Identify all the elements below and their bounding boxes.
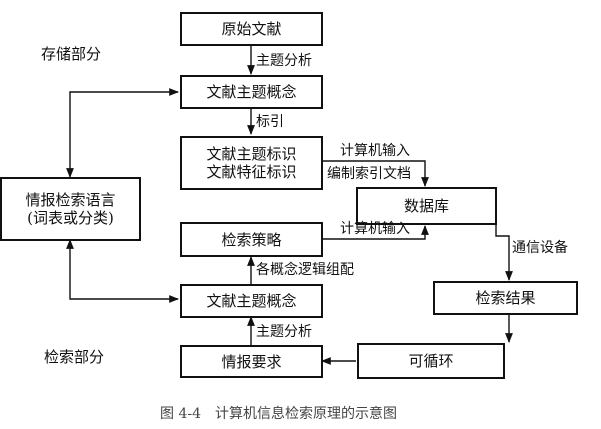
node-literature-subject-concept-bottom: 文献主题概念 <box>180 284 323 318</box>
node-literature-subject-concept-top: 文献主题概念 <box>180 75 323 109</box>
node-search-strategy-text: 检索策略 <box>221 230 282 249</box>
region-label-retrieval-part: 检索部分 <box>44 348 105 366</box>
node-information-request-text: 情报要求 <box>221 352 282 371</box>
node-literature-subject-mark-text: 文献主题标识 <box>206 145 297 163</box>
edge-label-concept-logic-combination: 各概念逻辑组配 <box>256 262 354 278</box>
node-info-retrieval-language-lines: 情报检索语言 (词表或分类) <box>25 191 115 227</box>
edge-label-subject-analysis-bottom: 主题分析 <box>256 324 312 340</box>
node-literature-marks: 文献主题标识 文献特征标识 <box>180 136 323 190</box>
node-info-retrieval-language-line2: (词表或分类) <box>27 209 114 227</box>
edge-label-communication-equipment: 通信设备 <box>512 240 568 256</box>
edge-label-computer-input-top: 计算机输入 <box>340 143 410 159</box>
arrow-database-to-result <box>495 204 513 281</box>
node-literature-marks-lines: 文献主题标识 文献特征标识 <box>206 145 296 181</box>
node-database: 数据库 <box>356 187 497 225</box>
node-database-text: 数据库 <box>403 197 449 215</box>
node-info-retrieval-language: 情报检索语言 (词表或分类) <box>0 177 141 241</box>
node-info-retrieval-language-line1: 情报检索语言 <box>25 191 116 209</box>
node-literature-feature-mark-text: 文献特征标识 <box>206 163 297 181</box>
edge-label-compile-index-files: 编制索引文档 <box>327 166 411 182</box>
node-repeatable: 可循环 <box>357 343 505 379</box>
arrow-mark-to-database <box>322 160 429 187</box>
node-original-literature: 原始文献 <box>180 12 323 46</box>
node-literature-subject-concept-bottom-text: 文献主题概念 <box>206 292 297 310</box>
edge-label-subject-analysis-top: 主题分析 <box>256 53 312 69</box>
node-repeatable-text: 可循环 <box>408 352 454 370</box>
arrow-strategy-to-database <box>322 225 429 240</box>
node-original-literature-text: 原始文献 <box>221 20 282 38</box>
node-literature-subject-concept-top-text: 文献主题概念 <box>206 83 297 101</box>
edge-label-computer-input-bottom: 计算机输入 <box>340 221 410 237</box>
arrow-language-bottom-link <box>66 239 179 303</box>
arrow-language-top-link <box>66 88 179 178</box>
node-search-result: 检索结果 <box>433 281 578 315</box>
node-information-request: 情报要求 <box>180 345 323 378</box>
region-label-storage-part: 存储部分 <box>41 45 102 63</box>
node-search-strategy: 检索策略 <box>180 222 323 257</box>
node-search-result-text: 检索结果 <box>475 289 536 307</box>
edge-label-indexing: 标引 <box>256 114 284 130</box>
figure-caption: 图 4-4 计算机信息检索原理的示意图 <box>160 406 397 422</box>
